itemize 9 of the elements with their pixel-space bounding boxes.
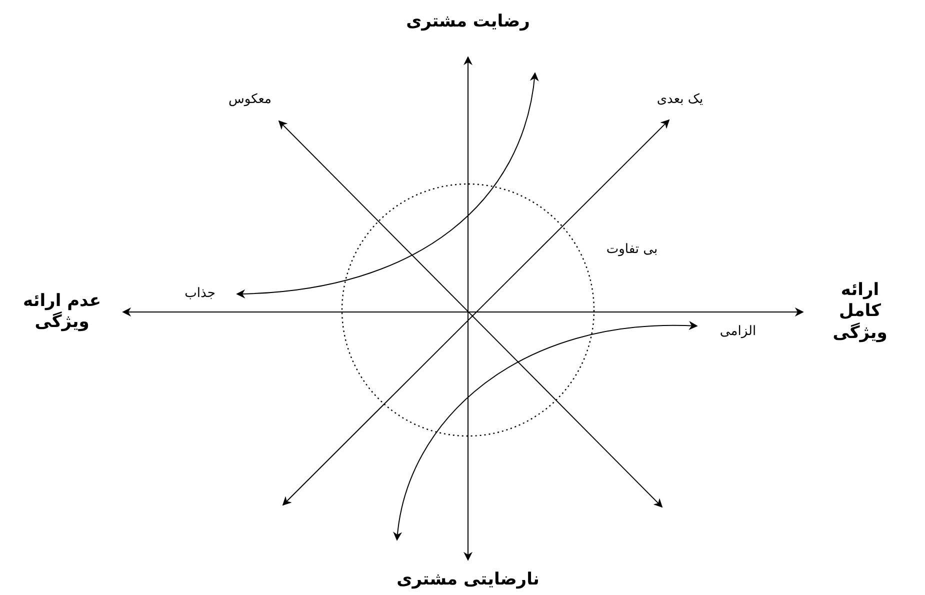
curve-label: یک بعدی — [656, 92, 704, 108]
axis-label: نارضایتی مشتری — [396, 569, 540, 591]
curve-label: جذاب — [184, 286, 216, 302]
axis-label: ارائه کامل ویژگی — [832, 280, 888, 344]
axis-label: عدم ارائه ویژگی — [22, 290, 102, 334]
axis-label: رضایت مشتری — [406, 11, 530, 33]
region-label: بی تفاوت — [606, 242, 658, 258]
curve-label: الزامی — [720, 324, 756, 340]
curve-label: معکوس — [228, 92, 272, 108]
